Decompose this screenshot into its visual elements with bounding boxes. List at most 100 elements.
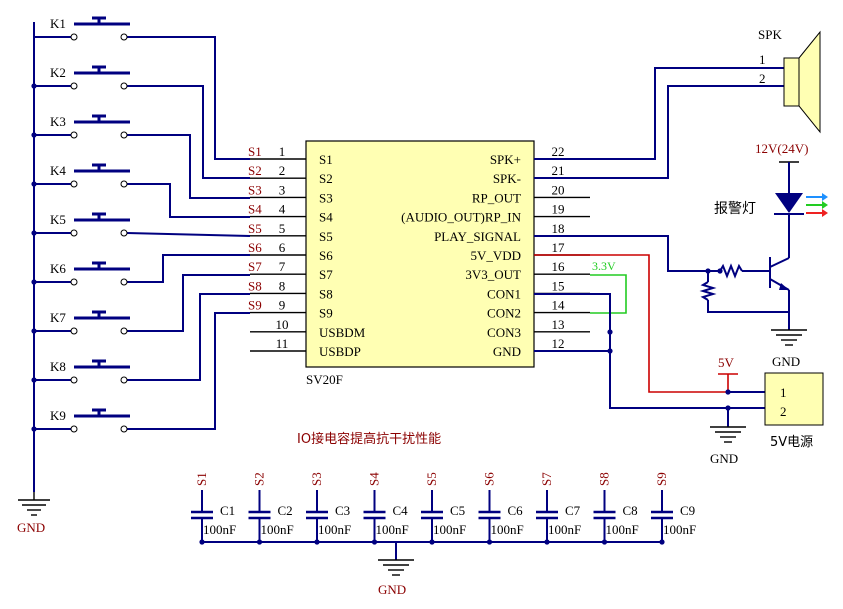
cap-value: 100nF bbox=[318, 522, 351, 537]
ic-pin-name: S9 bbox=[319, 306, 333, 321]
cap-ref: C8 bbox=[623, 503, 638, 518]
cap-net-label: S2 bbox=[252, 472, 267, 486]
power-connector: 1 2 5V电源 bbox=[764, 372, 824, 450]
ic-pin-name: S6 bbox=[319, 248, 333, 263]
ic-pin-name: USBDM bbox=[319, 325, 366, 340]
cap-net-label: S4 bbox=[367, 472, 382, 486]
switch-label: K7 bbox=[50, 310, 66, 325]
ic-pin-net-label: S2 bbox=[248, 163, 262, 178]
cap-ref: C3 bbox=[335, 503, 350, 518]
ic-pin-number: 22 bbox=[552, 144, 565, 159]
power-12v-label: 12V(24V) bbox=[755, 141, 808, 156]
ic-pin-name: GND bbox=[493, 344, 521, 359]
ic-pin-name: S4 bbox=[319, 210, 333, 225]
gnd-label-transistor: GND bbox=[772, 354, 800, 369]
ic-pin-name: CON3 bbox=[487, 325, 521, 340]
ic-pin-name: (AUDIO_OUT)RP_IN bbox=[401, 210, 521, 225]
cap-ref: C4 bbox=[393, 503, 409, 518]
push-switch: K1 bbox=[34, 16, 130, 41]
ic-pin-number: 17 bbox=[552, 240, 566, 255]
switch-label: K6 bbox=[50, 261, 66, 276]
cap-ref: C5 bbox=[450, 503, 465, 518]
ic-pin-name: S3 bbox=[319, 190, 333, 205]
cap-value: 100nF bbox=[376, 522, 409, 537]
ic-pin-name: S7 bbox=[319, 267, 333, 282]
ic-pin-name: S1 bbox=[319, 152, 333, 167]
gnd-label-left: GND bbox=[17, 520, 45, 535]
switch-label: K8 bbox=[50, 359, 66, 374]
ic-pin-name: RP_OUT bbox=[472, 190, 521, 205]
speaker-label: SPK bbox=[758, 27, 782, 42]
cap-net-label: S8 bbox=[597, 472, 612, 486]
ic-name: SV20F bbox=[306, 372, 343, 387]
ic-pin-name: PLAY_SIGNAL bbox=[434, 229, 521, 244]
wiring bbox=[33, 22, 251, 500]
ic-pin-number: 19 bbox=[552, 202, 565, 217]
cap-ref: C7 bbox=[565, 503, 581, 518]
push-switch: K9 bbox=[31, 408, 130, 433]
ic-pin-net-label: S6 bbox=[248, 240, 262, 255]
ic-pin-name: CON2 bbox=[487, 306, 521, 321]
switch-label: K4 bbox=[50, 163, 66, 178]
cap-value: 100nF bbox=[606, 522, 639, 537]
ic-pin-number: 3 bbox=[279, 182, 286, 197]
ic-pin-net-label: S4 bbox=[248, 202, 262, 217]
push-switch: K3 bbox=[31, 114, 130, 139]
cap-value: 100nF bbox=[433, 522, 466, 537]
ic-body bbox=[305, 140, 535, 368]
ic-pin-number: 1 bbox=[279, 144, 286, 159]
switch-label: K3 bbox=[50, 114, 66, 129]
net-5v-label: 5V bbox=[718, 355, 735, 370]
cap-note: IO接电容提高抗干扰性能 bbox=[297, 431, 441, 447]
gnd-label-supply: GND bbox=[710, 451, 738, 466]
cap-net-label: S5 bbox=[424, 472, 439, 486]
switch-label: K5 bbox=[50, 212, 66, 227]
gnd-symbol-transistor: GND bbox=[771, 329, 807, 369]
ic-pin-name: S5 bbox=[319, 229, 333, 244]
ic-pin-name: CON1 bbox=[487, 286, 521, 301]
speaker-pin2: 2 bbox=[759, 71, 766, 86]
cap-net-label: S9 bbox=[654, 472, 669, 486]
ground-return bbox=[534, 293, 765, 427]
cap-net-label: S6 bbox=[482, 472, 497, 486]
ic-pin-net-label: S1 bbox=[248, 144, 262, 159]
switch-label: K1 bbox=[50, 16, 66, 31]
cap-net-label: S3 bbox=[309, 472, 324, 486]
supply-5v: 5V bbox=[534, 254, 765, 393]
led-transistor-circuit bbox=[534, 161, 828, 330]
net-3v3-label: 3.3V bbox=[592, 259, 616, 273]
ic-pin-number: 14 bbox=[552, 298, 566, 313]
push-switch: K8 bbox=[31, 359, 130, 384]
switch-label: K2 bbox=[50, 65, 66, 80]
cap-value: 100nF bbox=[548, 522, 581, 537]
ic-pin-number: 21 bbox=[552, 163, 565, 178]
link-3v3: 3.3V bbox=[590, 259, 627, 314]
ic-pin-number: 20 bbox=[552, 182, 565, 197]
connector-pin1: 1 bbox=[780, 385, 787, 400]
ic-pin-net-label: S7 bbox=[248, 259, 262, 274]
ic-pin-number: 11 bbox=[276, 336, 289, 351]
cap-ref: C9 bbox=[680, 503, 695, 518]
ic-right-pins: 22SPK+21SPK-20RP_OUT19(AUDIO_OUT)RP_IN18… bbox=[401, 144, 590, 359]
ic-pin-name: S2 bbox=[319, 171, 333, 186]
cap-value: 100nF bbox=[261, 522, 294, 537]
gnd-symbol-supply: GND bbox=[710, 426, 746, 466]
ic-pin-name: USBDP bbox=[319, 344, 361, 359]
push-switch: K5 bbox=[31, 212, 130, 237]
ic-pin-number: 15 bbox=[552, 278, 565, 293]
push-switch: K4 bbox=[31, 163, 130, 188]
cap-ref: C6 bbox=[508, 503, 524, 518]
cap-ref: C2 bbox=[278, 503, 293, 518]
ic-pin-number: 12 bbox=[552, 336, 565, 351]
ic-pin-number: 7 bbox=[279, 259, 286, 274]
switch-label: K9 bbox=[50, 408, 66, 423]
